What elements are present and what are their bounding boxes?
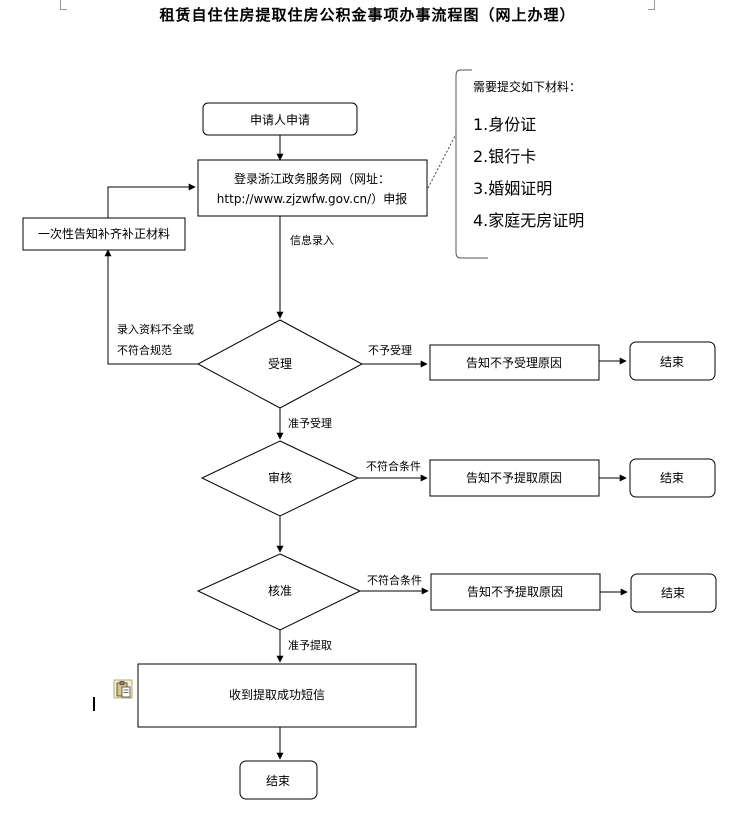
apply-node bbox=[202, 102, 358, 136]
not-accepted-label: 不予受理 bbox=[368, 344, 412, 357]
materials-bracket bbox=[455, 69, 488, 259]
approve-decision bbox=[196, 553, 362, 631]
end2-label: 结束 bbox=[660, 471, 684, 485]
supplement-node bbox=[22, 217, 186, 251]
incomplete-label-line1: 录入资料不全或 bbox=[117, 322, 194, 336]
info-entry-label: 信息录入 bbox=[290, 233, 334, 247]
sms-label: 收到提取成功短信 bbox=[229, 687, 325, 702]
margin-mark-right bbox=[648, 0, 655, 10]
reject-approve-label: 告知不予提取原因 bbox=[467, 584, 563, 599]
page-title: 租赁自住住房提取住房公积金事项办事流程图（网上办理） bbox=[159, 6, 576, 24]
material-item: 2.银行卡 bbox=[473, 147, 536, 166]
end1-label: 结束 bbox=[660, 355, 684, 369]
clipboard-icon[interactable] bbox=[113, 679, 133, 699]
not-qualified-label-1: 不符合条件 bbox=[366, 459, 421, 473]
review-label: 审核 bbox=[268, 470, 292, 485]
login-label-line1: 登录浙江政务服务网（网址： bbox=[234, 171, 390, 186]
reject-approve-node bbox=[430, 573, 601, 611]
text-cursor bbox=[93, 697, 95, 711]
material-item: 1.身份证 bbox=[473, 115, 536, 134]
reject-accept-label: 告知不予受理原因 bbox=[466, 356, 562, 370]
review-decision bbox=[200, 440, 360, 517]
sms-node bbox=[137, 663, 417, 728]
approved-withdraw-label: 准予提取 bbox=[288, 639, 332, 652]
login-label-line2: http://www.zjzwfw.gov.cn/）申报 bbox=[217, 191, 407, 206]
end3-node bbox=[630, 573, 717, 613]
end2-node bbox=[629, 458, 716, 498]
end1-node bbox=[629, 341, 716, 381]
approve-label: 核准 bbox=[268, 584, 292, 598]
accepted-label: 准予受理 bbox=[288, 417, 332, 430]
reject-accept-node bbox=[429, 344, 600, 381]
end3-label: 结束 bbox=[661, 586, 685, 600]
margin-mark-left bbox=[60, 0, 67, 10]
accept-decision bbox=[196, 319, 364, 409]
materials-heading: 需要提交如下材料： bbox=[473, 79, 581, 94]
reject-review-node bbox=[429, 459, 600, 497]
apply-label: 申请人申请 bbox=[250, 113, 310, 127]
accept-label: 受理 bbox=[268, 357, 292, 371]
end-final-node bbox=[239, 760, 318, 800]
supplement-label: 一次性告知补齐补正材料 bbox=[38, 226, 170, 241]
incomplete-label-line2: 不符合规范 bbox=[117, 343, 172, 357]
end-final-label: 结束 bbox=[266, 774, 290, 788]
not-qualified-label-2: 不符合条件 bbox=[367, 573, 422, 587]
login-node bbox=[197, 159, 428, 217]
material-item: 4.家庭无房证明 bbox=[473, 211, 584, 230]
material-item: 3.婚姻证明 bbox=[473, 179, 552, 198]
reject-review-label: 告知不予提取原因 bbox=[466, 470, 562, 485]
